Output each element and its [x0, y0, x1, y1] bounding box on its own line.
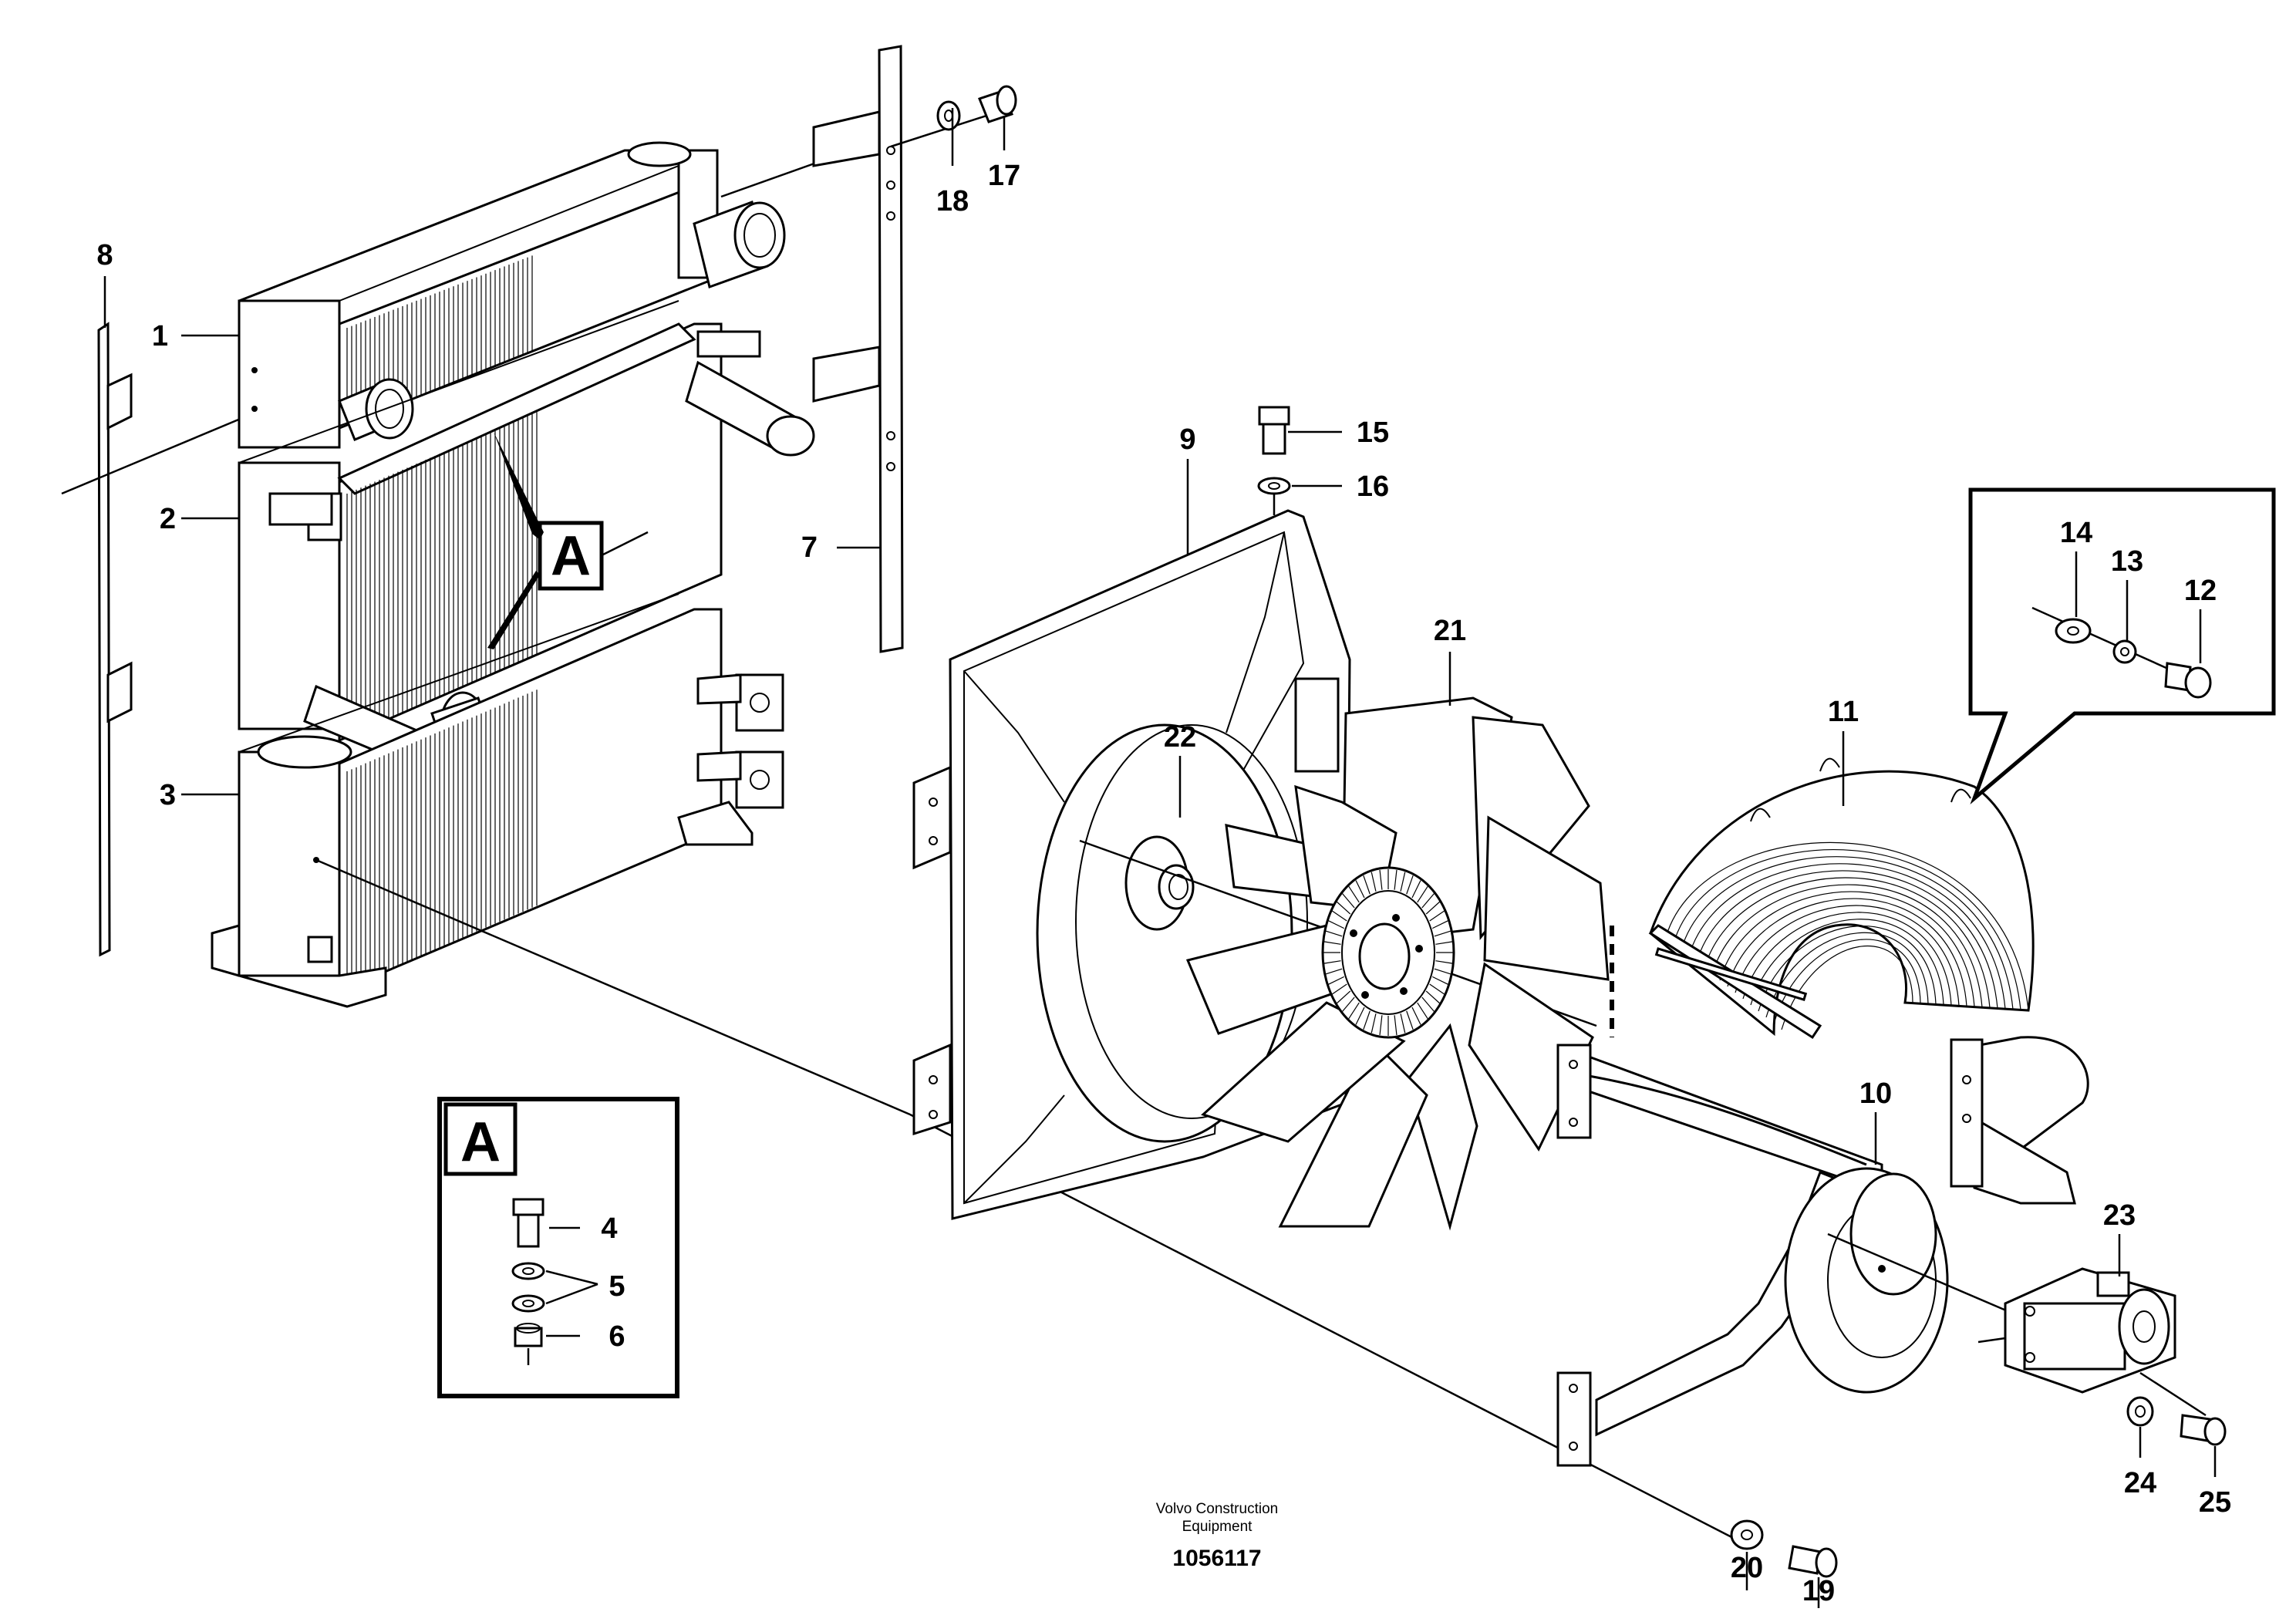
callout-12: 12 [2184, 575, 2217, 607]
detail-marker-a: A [487, 432, 649, 649]
detail-box-letter: A [460, 1111, 501, 1173]
callout-24: 24 [2124, 1467, 2156, 1499]
callout-10: 10 [1859, 1077, 1892, 1110]
detail-box-fasteners [1968, 487, 2276, 804]
footer-company-line1: Volvo Construction [1156, 1501, 1278, 1517]
callout-22: 22 [1164, 721, 1196, 754]
detail-marker-letter: A [551, 525, 591, 587]
shroud-bolt [1257, 406, 1291, 515]
callout-6: 6 [609, 1320, 625, 1353]
callout-17: 17 [988, 160, 1020, 192]
callout-16: 16 [1357, 470, 1389, 503]
callout-14: 14 [2060, 517, 2092, 549]
fan-guard [1648, 757, 2035, 1040]
drawing-footer: Volvo Construction Equipment 1056117 [1156, 1501, 1278, 1571]
callout-8: 8 [96, 239, 113, 271]
callout-9: 9 [1179, 423, 1195, 456]
callout-21: 21 [1434, 615, 1466, 647]
mounting-strap-right [812, 45, 904, 653]
cooler-bottom-fins [346, 690, 538, 987]
footer-drawing-number: 1056117 [1172, 1546, 1261, 1571]
callout-20: 20 [1731, 1552, 1763, 1584]
callout-23: 23 [2103, 1199, 2136, 1232]
washer-bolt-bottom [1730, 1519, 1838, 1578]
callout-2: 2 [160, 503, 176, 535]
callout-15: 15 [1357, 416, 1389, 449]
washer-bolt-top [890, 85, 1017, 148]
callout-25: 25 [2199, 1486, 2231, 1519]
cooler-bottom [211, 593, 784, 1008]
callout-18: 18 [936, 185, 969, 218]
motor-support-frame [1556, 1036, 2089, 1467]
callout-11: 11 [1828, 696, 1859, 728]
detail-box-a: A [437, 1097, 679, 1398]
callout-4: 4 [601, 1212, 617, 1245]
callout-1: 1 [152, 320, 168, 352]
mounting-strap-left [61, 322, 261, 957]
leader-lines [103, 108, 2217, 1608]
callout-5: 5 [609, 1270, 625, 1303]
hydraulic-motor [1977, 1267, 2227, 1446]
footer-company-line2: Equipment [1182, 1519, 1253, 1535]
callout-7: 7 [801, 531, 818, 564]
cooler-top [238, 141, 786, 449]
callout-13: 13 [2111, 545, 2143, 578]
callout-labels: 1 2 3 4 5 6 7 8 9 10 11 12 13 14 15 16 1… [96, 160, 2231, 1607]
fan-blades [1185, 696, 1610, 1231]
callout-3: 3 [160, 779, 176, 811]
cooler-middle [238, 300, 815, 773]
callout-19: 19 [1802, 1575, 1835, 1607]
